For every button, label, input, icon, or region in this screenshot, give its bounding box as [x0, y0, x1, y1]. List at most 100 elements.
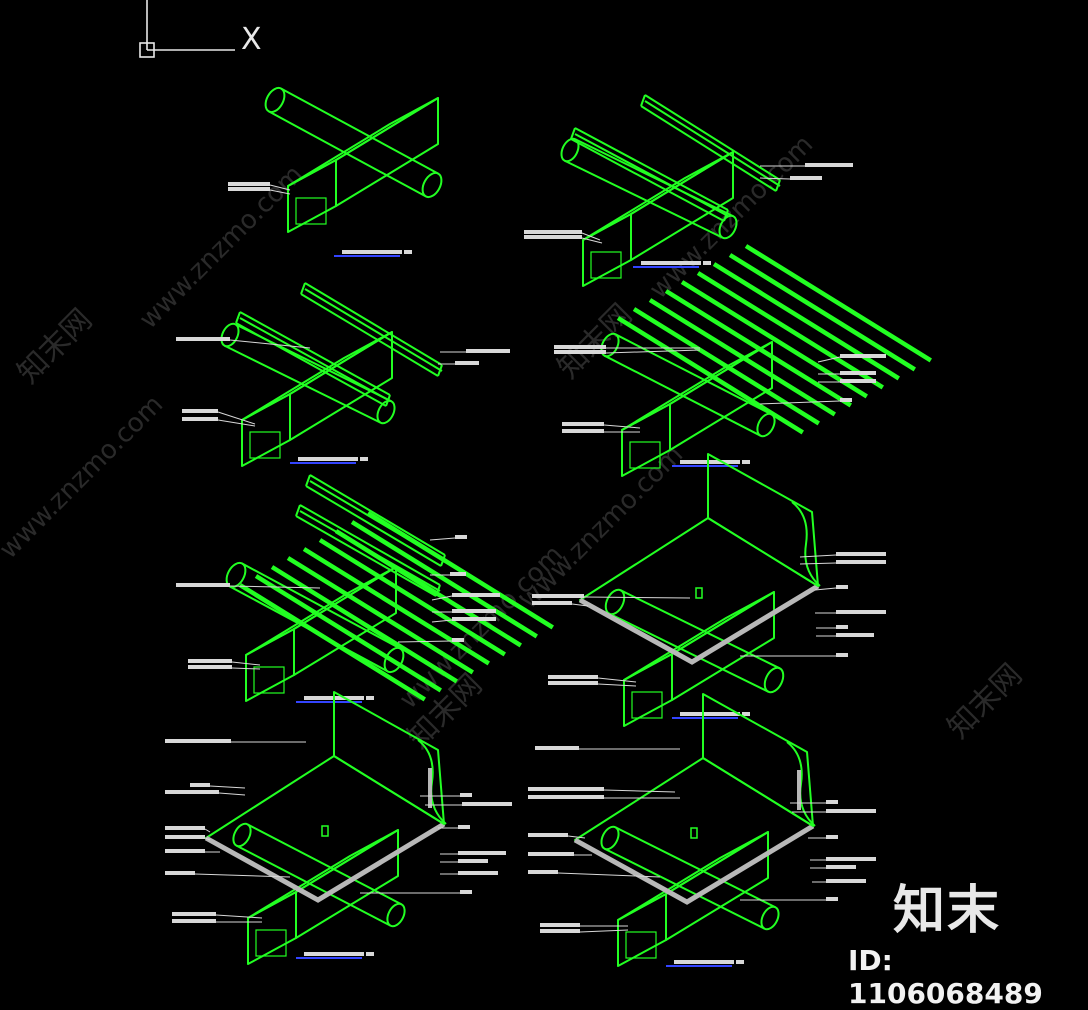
detail-3-tube-pipe-channel-hanger — [176, 282, 510, 467]
watermark-layer: www.znzmo.comwww.znzmo.comwww.znzmo.comw… — [0, 130, 1029, 756]
callout-label — [532, 594, 691, 599]
callout-label — [799, 560, 886, 565]
callout-label — [440, 349, 510, 353]
detail-title — [334, 250, 412, 257]
callout-label — [528, 870, 661, 878]
callout-label — [182, 409, 256, 425]
callout-label — [432, 609, 496, 613]
callout-label — [759, 176, 822, 180]
square-tube — [241, 331, 393, 467]
callout-label — [532, 601, 589, 607]
detail-4-tube-pipe-slats — [554, 244, 932, 477]
callout-label — [816, 625, 848, 629]
image-id-label: ID: 1106068489 — [848, 944, 1043, 1010]
callout-label — [176, 583, 321, 589]
round-pipe — [600, 332, 776, 438]
callout-label — [228, 187, 291, 195]
square-tube — [621, 341, 773, 477]
callout-label — [165, 790, 246, 796]
square-tube — [287, 97, 439, 233]
callout-label — [816, 633, 874, 637]
detail-5-tube-pipe-slats-channel — [176, 474, 554, 703]
callout-label — [740, 653, 848, 657]
callout-label — [810, 865, 856, 869]
callout-label — [430, 572, 466, 576]
callout-label — [431, 593, 500, 601]
callout-label — [228, 182, 291, 191]
wall-plate — [333, 691, 445, 825]
detail-8-tube-board-wall-finish-alt — [528, 693, 876, 967]
callout-label — [540, 929, 629, 933]
callout-label — [438, 825, 470, 829]
callout-label — [165, 849, 220, 853]
ucs-axis-icon: X — [139, 0, 262, 58]
callout-label — [759, 398, 852, 405]
callout-label — [429, 535, 467, 541]
wall-cove — [791, 501, 821, 587]
detail-1-tube-pipe — [228, 86, 443, 257]
callout-label — [528, 787, 676, 793]
callout-label — [760, 163, 853, 167]
callout-label — [438, 361, 479, 365]
round-pipe — [232, 822, 406, 928]
callout-label — [799, 552, 886, 558]
detail-title — [666, 960, 744, 967]
callout-label — [535, 746, 680, 750]
callout-label — [528, 833, 586, 839]
callout-label — [165, 826, 211, 833]
callout-label — [431, 617, 496, 623]
detail-title — [296, 952, 374, 959]
callout-label — [176, 337, 311, 349]
wall-plate — [707, 453, 819, 587]
channel-rail — [235, 311, 391, 407]
hanger-bolt — [321, 825, 329, 837]
callout-label — [528, 795, 680, 799]
square-tube — [617, 831, 769, 967]
hanger-bolt — [695, 587, 703, 599]
callout-label — [540, 923, 628, 927]
callout-label — [548, 675, 637, 683]
detail-2-tube-pipe-channel — [524, 94, 853, 287]
callout-label — [165, 739, 306, 743]
callout-label — [425, 802, 512, 806]
callout-label — [524, 230, 601, 241]
callout-label — [815, 610, 886, 614]
ceiling-board — [578, 453, 821, 665]
callout-label — [165, 871, 291, 878]
channel-rail — [295, 504, 441, 597]
callout-label — [740, 897, 838, 901]
brand-logo-text: 知末 — [893, 881, 1002, 941]
callout-label — [554, 349, 701, 354]
detail-7-tube-board-wall-finish — [165, 691, 512, 965]
callout-label — [548, 681, 637, 687]
callout-label — [172, 919, 262, 923]
round-pipe — [560, 137, 738, 240]
callout-label — [440, 859, 488, 863]
square-tube — [582, 151, 734, 287]
watermark-site-text: www.znzmo.com — [134, 160, 309, 335]
callout-label — [790, 800, 838, 804]
callout-label — [818, 371, 876, 375]
watermark-brand-text: 知末网 — [941, 657, 1029, 745]
callout-label — [812, 879, 866, 883]
callout-label — [420, 793, 472, 797]
callout-label — [397, 638, 464, 643]
callout-label — [188, 665, 261, 670]
square-tube — [623, 591, 775, 727]
details-layer — [165, 86, 932, 967]
callout-label — [360, 890, 472, 894]
callout-label — [188, 659, 261, 666]
callout-label — [817, 354, 886, 363]
ceiling-board — [204, 691, 447, 903]
callout-label — [818, 379, 876, 383]
callout-label — [190, 783, 246, 789]
callout-label — [810, 857, 876, 861]
ucs-x-label: X — [241, 22, 262, 57]
channel-rail — [640, 94, 781, 192]
watermark-site-text: www.znzmo.com — [514, 440, 689, 615]
board-panel — [574, 757, 814, 903]
detail-title — [290, 457, 368, 464]
channel-rail — [300, 282, 443, 377]
wall-plate — [702, 693, 814, 827]
watermark-site-text: www.znzmo.com — [0, 390, 169, 565]
